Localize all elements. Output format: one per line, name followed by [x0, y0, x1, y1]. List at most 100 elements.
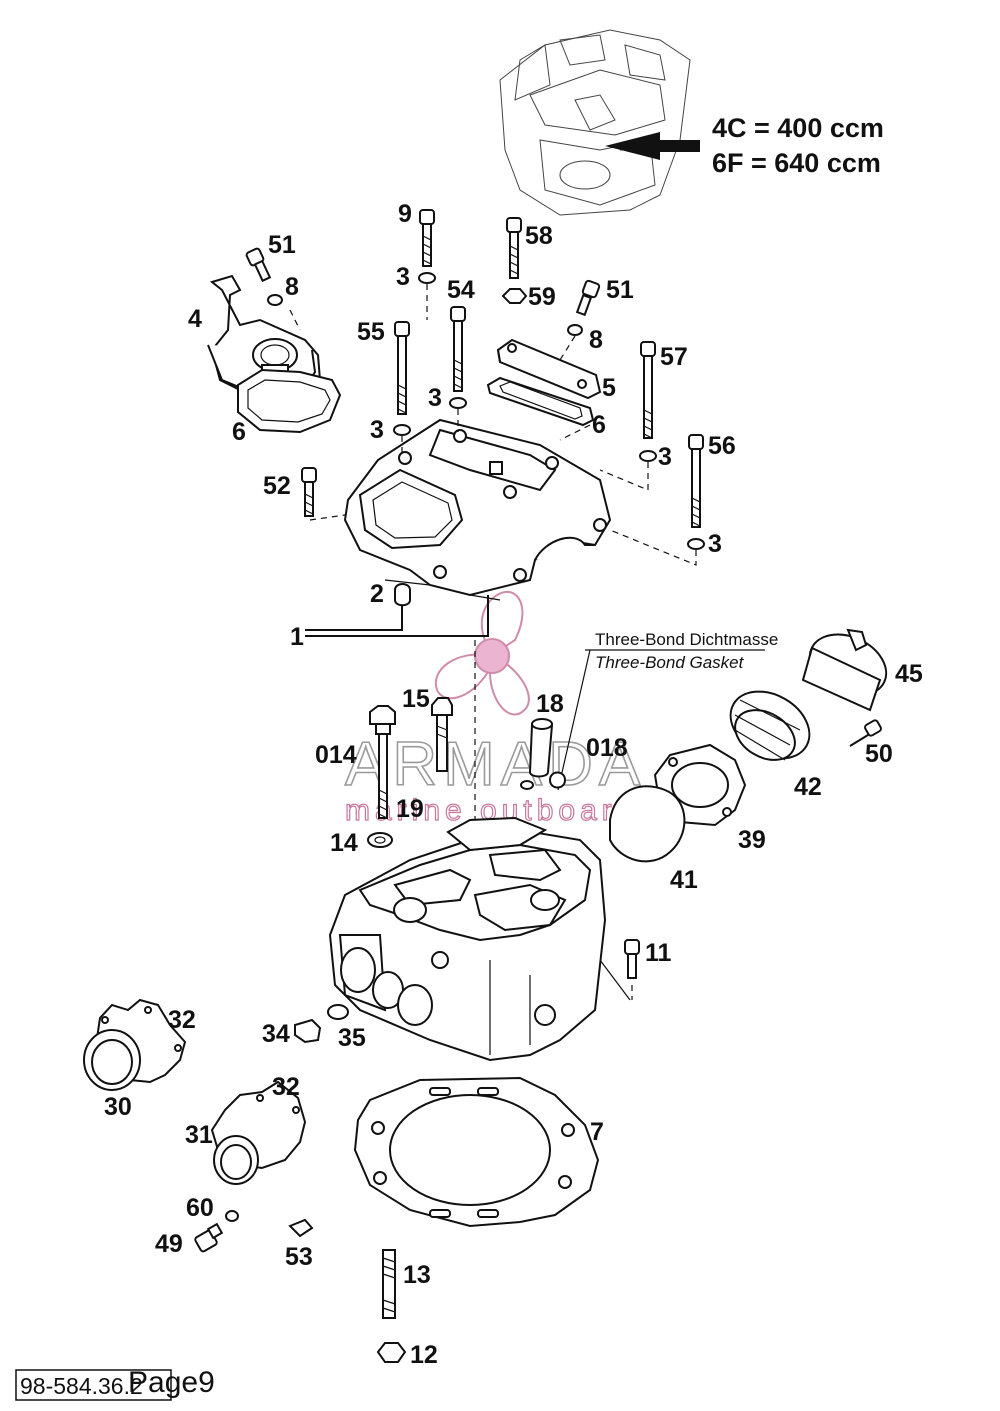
callout-41: 41 [670, 866, 698, 894]
footer-code-box [15, 1369, 172, 1401]
callout-54: 54 [447, 276, 475, 304]
plug-34 [294, 1018, 322, 1044]
arrow-icon [605, 132, 700, 160]
callout-55: 55 [357, 318, 385, 346]
washer-8-left [267, 294, 283, 306]
o-ring-35 [327, 1004, 349, 1020]
callout-42: 42 [794, 773, 822, 801]
callout-014: 014 [315, 741, 357, 769]
callout-59: 59 [528, 283, 556, 311]
callout-3b: 3 [428, 384, 442, 412]
manifold-30-32 [83, 998, 187, 1091]
callout-3a: 3 [396, 263, 410, 291]
callout-49: 49 [155, 1230, 183, 1258]
callout-018: 018 [586, 734, 628, 762]
cylinder-head [328, 816, 631, 1062]
note-de: Three-Bond Dichtmasse [595, 630, 778, 649]
callout-5: 5 [602, 374, 616, 402]
callout-14: 14 [330, 829, 358, 857]
propeller-icon [434, 590, 530, 716]
bolt-49 [194, 1222, 224, 1253]
washer-3d [639, 450, 657, 462]
callout-18: 18 [536, 690, 564, 718]
bolt-54 [450, 306, 466, 392]
callout-8-left: 8 [285, 273, 299, 301]
callout-3c: 3 [370, 416, 384, 444]
callout-57: 57 [660, 343, 688, 371]
callout-35: 35 [338, 1024, 366, 1052]
callout-32-lower: 32 [272, 1073, 300, 1101]
bolt-9 [419, 209, 435, 267]
callout-3e: 3 [708, 530, 722, 558]
callout-1: 1 [290, 623, 304, 651]
bolt-50 [849, 719, 882, 747]
callout-51-left: 51 [268, 231, 296, 259]
bolt-11 [624, 939, 640, 979]
callout-39: 39 [738, 826, 766, 854]
callout-52: 52 [263, 472, 291, 500]
callout-13: 13 [403, 1261, 431, 1289]
valve-cover-5 [496, 338, 602, 400]
callout-51-right: 51 [606, 276, 634, 304]
callout-60: 60 [186, 1194, 214, 1222]
capacity-400: 4C = 400 ccm [712, 113, 884, 143]
o-ring-018 [548, 771, 567, 789]
washer-3a [418, 272, 436, 284]
washer-3b [449, 397, 467, 409]
gasket-6-right [486, 376, 595, 427]
page-number: Page9 [128, 1366, 215, 1399]
callout-50: 50 [865, 740, 893, 768]
washer-8-right [567, 324, 583, 336]
bolt-57 [640, 341, 656, 439]
callout-3d: 3 [658, 443, 672, 471]
clip-53 [288, 1218, 314, 1238]
engine-thumbnail [499, 29, 691, 216]
callout-58: 58 [525, 222, 553, 250]
callout-34: 34 [262, 1020, 290, 1048]
nut-59 [501, 288, 528, 304]
callout-6-right: 6 [592, 411, 606, 439]
callout-32-upper: 32 [168, 1006, 196, 1034]
bolt-58 [506, 217, 522, 279]
nut-12 [376, 1342, 407, 1363]
bolt-52 [301, 467, 317, 517]
bolt-56 [688, 434, 704, 528]
callout-53: 53 [285, 1243, 313, 1271]
camshaft-housing [343, 418, 612, 601]
bolt-51-left [245, 247, 272, 283]
callout-31: 31 [185, 1121, 213, 1149]
washer-3e [687, 538, 705, 550]
callout-12: 12 [410, 1341, 438, 1369]
callout-7: 7 [590, 1118, 604, 1146]
note-en: Three-Bond Gasket [595, 653, 745, 672]
o-ring-018b [520, 780, 534, 790]
stud-15 [431, 697, 453, 772]
washer-14 [367, 832, 393, 848]
callout-9: 9 [398, 200, 412, 228]
washer-3c [393, 424, 411, 436]
manifold-31-32 [210, 1080, 307, 1185]
head-gasket-7 [353, 1076, 600, 1228]
bolt-55 [394, 321, 410, 415]
callout-56: 56 [708, 432, 736, 460]
washer-60 [225, 1210, 239, 1222]
callout-45: 45 [895, 660, 923, 688]
stud-014 [369, 705, 396, 819]
intake-boot-42 [729, 690, 811, 761]
stud-13 [382, 1249, 396, 1319]
watermark-name: ARMADA [345, 730, 646, 799]
gasket-6-left [237, 368, 342, 434]
callout-8-right: 8 [589, 326, 603, 354]
sleeve-18 [528, 718, 554, 778]
callout-6-left: 6 [232, 418, 246, 446]
footer-code: 98-584.36.2 [20, 1373, 143, 1399]
callout-19: 19 [396, 795, 424, 823]
callout-30: 30 [104, 1093, 132, 1121]
capacity-640: 6F = 640 ccm [712, 148, 881, 178]
callout-4: 4 [188, 305, 202, 333]
bolt-51-right [575, 279, 601, 317]
callout-2: 2 [370, 580, 384, 608]
callout-15: 15 [402, 685, 430, 713]
watermark-logo: ARMADA marine outboards [344, 590, 654, 828]
